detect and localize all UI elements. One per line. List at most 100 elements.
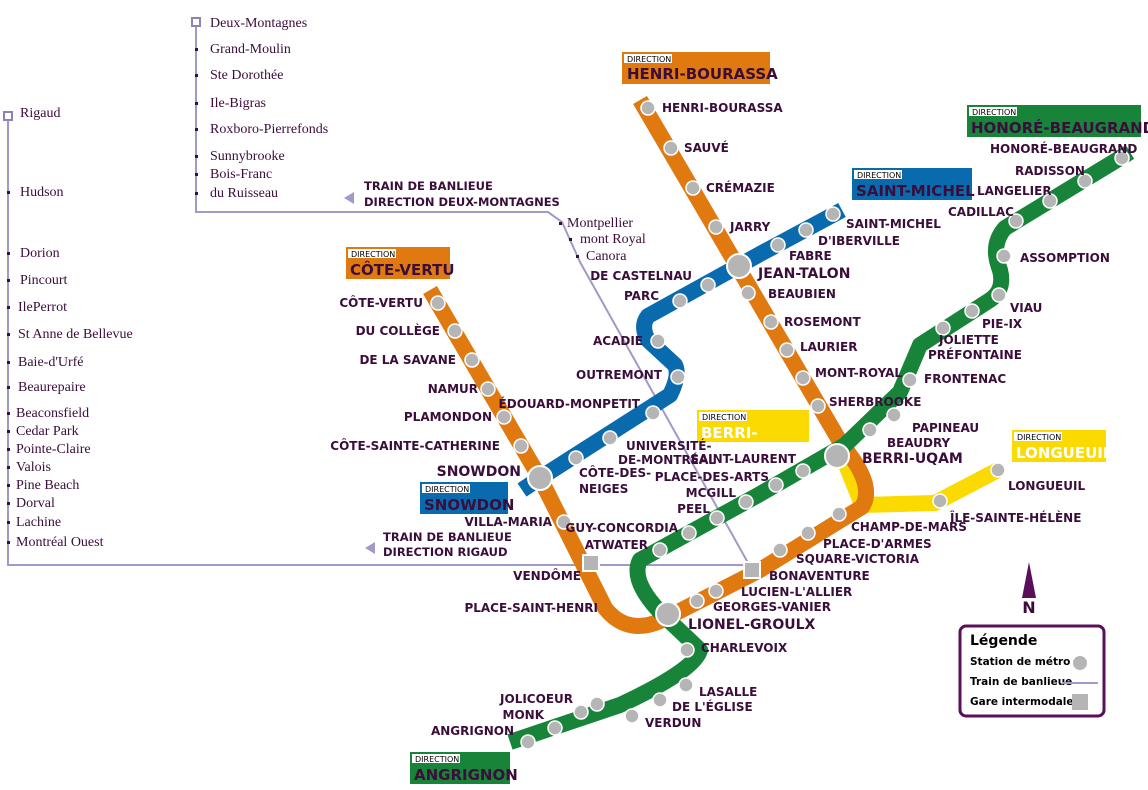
station-marker[interactable] <box>672 293 688 309</box>
station-marker[interactable] <box>681 525 697 541</box>
station-marker[interactable] <box>932 493 948 509</box>
rail-station-label: Deux-Montagnes <box>210 16 307 31</box>
station-marker[interactable] <box>996 248 1012 264</box>
station-marker[interactable] <box>568 450 584 466</box>
station-marker[interactable] <box>430 295 446 311</box>
station-marker[interactable] <box>689 593 705 609</box>
station-marker[interactable] <box>902 372 918 388</box>
berri-uqam-interchange[interactable] <box>824 443 850 469</box>
intermodal-stations <box>582 554 761 579</box>
station-marker[interactable] <box>795 463 811 479</box>
station-marker[interactable] <box>573 704 589 720</box>
station-marker[interactable] <box>779 342 795 358</box>
station-marker[interactable] <box>589 696 605 712</box>
station-label: ROSEMONT <box>784 315 861 329</box>
station-marker[interactable] <box>447 323 463 339</box>
station-marker[interactable] <box>800 525 816 541</box>
direction-cotevertu-label: CÔTE-VERTU <box>350 260 455 279</box>
direction-snowdon: DIRECTION SNOWDON <box>420 482 514 514</box>
station-label: SAINT-MICHEL <box>846 217 941 231</box>
station-marker[interactable] <box>652 542 668 558</box>
station-marker[interactable] <box>825 206 841 222</box>
station-label: D'IBERVILLE <box>818 234 900 248</box>
station-marker[interactable] <box>602 430 618 446</box>
station-marker[interactable] <box>678 677 694 693</box>
station-marker[interactable] <box>772 542 788 558</box>
station-marker[interactable] <box>1042 193 1058 209</box>
station-labels: HENRI-BOURASSA SAUVÉ CRÉMAZIE JARRY JEAN… <box>330 101 1137 738</box>
station-marker[interactable] <box>770 237 786 253</box>
rail-station-label: Roxboro-Pierrefonds <box>210 122 328 137</box>
green-line <box>507 145 1135 750</box>
deux-montagnes-station-ticks <box>195 48 579 258</box>
station-marker[interactable] <box>652 692 668 708</box>
station-marker[interactable] <box>810 398 826 414</box>
station-marker[interactable] <box>738 494 754 510</box>
station-marker[interactable] <box>795 370 811 386</box>
station-label: DE CASTELNAU <box>590 269 692 283</box>
deux-montagnes-train-arrow-icon <box>344 192 354 204</box>
station-label: PARC <box>624 289 659 303</box>
station-marker[interactable] <box>1114 150 1130 166</box>
station-label: CHARLEVOIX <box>701 641 788 655</box>
station-marker[interactable] <box>700 277 716 293</box>
station-marker[interactable] <box>496 409 512 425</box>
train-deux-label-1: TRAIN DE BANLIEUE <box>364 179 493 193</box>
station-label: CÔTE-SAINTE-CATHERINE <box>330 438 500 453</box>
vendome-intermodal[interactable] <box>582 554 600 572</box>
station-marker[interactable] <box>1077 173 1093 189</box>
rail-station-label: St Anne de Bellevue <box>18 327 133 342</box>
station-marker[interactable] <box>650 333 666 349</box>
station-label: CÔTE-DES- <box>579 465 651 480</box>
station-marker[interactable] <box>740 285 756 301</box>
station-marker[interactable] <box>708 583 724 599</box>
station-marker[interactable] <box>862 422 878 438</box>
station-marker[interactable] <box>480 381 496 397</box>
station-marker[interactable] <box>709 510 725 526</box>
station-marker[interactable] <box>935 320 951 336</box>
station-marker[interactable] <box>679 642 695 658</box>
station-marker[interactable] <box>520 734 536 750</box>
legend-train-label: Train de banlieue <box>970 676 1072 688</box>
station-marker[interactable] <box>768 477 784 493</box>
station-marker[interactable] <box>547 720 563 736</box>
lionel-groulx-interchange[interactable] <box>655 601 681 627</box>
station-marker[interactable] <box>763 314 779 330</box>
jean-talon-interchange[interactable] <box>726 253 752 279</box>
snowdon-interchange[interactable] <box>527 465 553 491</box>
station-marker[interactable] <box>556 514 572 530</box>
station-marker[interactable] <box>645 405 661 421</box>
station-marker[interactable] <box>708 219 724 235</box>
station-marker[interactable] <box>685 180 701 196</box>
legend-gare-label: Gare intermodale <box>970 696 1074 708</box>
direction-word: DIRECTION <box>627 55 671 64</box>
station-label: ACADIE <box>593 334 643 348</box>
rail-station-label: Sunnybrooke <box>210 149 285 164</box>
rail-station-label: Dorion <box>20 246 60 261</box>
rail-station-label: Beaurepaire <box>18 380 86 395</box>
station-label: SHERBROOKE <box>829 395 921 409</box>
rail-station-label: Hudson <box>20 185 64 200</box>
station-marker[interactable] <box>886 407 902 423</box>
station-marker[interactable] <box>670 369 686 385</box>
station-marker[interactable] <box>663 140 679 156</box>
station-label: OUTREMONT <box>576 368 663 382</box>
station-label: LIONEL-GROULX <box>688 617 816 633</box>
rail-station-label: Rigaud <box>20 106 60 121</box>
station-marker[interactable] <box>798 222 814 238</box>
station-label: PLACE-DES-ARTS <box>655 470 769 484</box>
station-marker[interactable] <box>991 287 1007 303</box>
station-marker[interactable] <box>1008 213 1024 229</box>
station-label: NEIGES <box>579 482 628 496</box>
station-marker[interactable] <box>624 708 640 724</box>
station-marker[interactable] <box>464 352 480 368</box>
station-marker[interactable] <box>831 506 847 522</box>
bonaventure-intermodal[interactable] <box>743 561 761 579</box>
station-marker[interactable] <box>964 303 980 319</box>
station-marker[interactable] <box>640 100 656 116</box>
rail-station-label: Pointe-Claire <box>16 442 91 457</box>
rigaud-stations: Rigaud Hudson Dorion Pincourt IlePerrot … <box>16 106 133 550</box>
station-marker[interactable] <box>513 438 529 454</box>
station-label: VENDÔME <box>513 568 581 583</box>
station-marker[interactable] <box>990 462 1006 478</box>
